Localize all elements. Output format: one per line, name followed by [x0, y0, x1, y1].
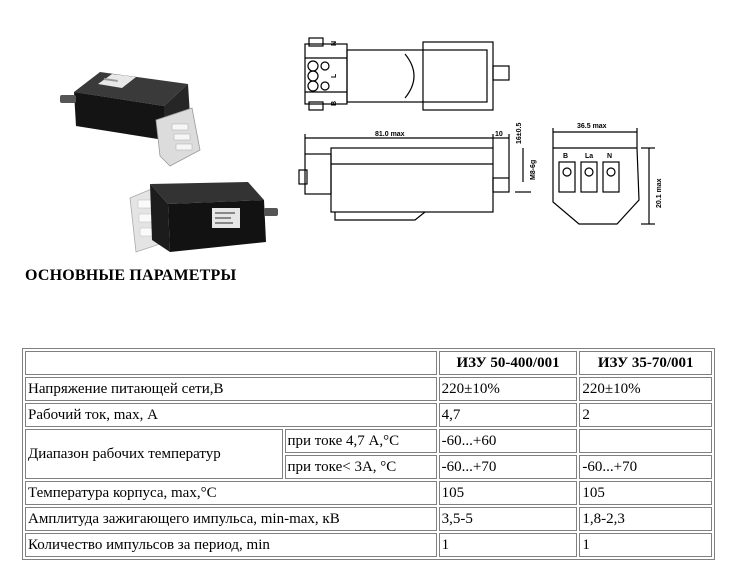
cell-model-a: 1: [438, 533, 578, 557]
cell-model-b: -60...+70: [579, 455, 712, 479]
cell-model-a: 3,5-5: [438, 507, 578, 531]
front-label-n: N: [607, 153, 612, 160]
cell-model-b: [579, 429, 712, 453]
dim-height: 20.1 max: [656, 178, 663, 208]
table-row-temp-range-1: Диапазон рабочих температур при токе 4,7…: [25, 429, 712, 479]
front-label-la: La: [585, 153, 593, 160]
product-photo-bottom: [128, 178, 278, 260]
terminal-label-b: B: [331, 101, 338, 106]
cell-model-b: 1,8-2,3: [579, 507, 712, 531]
table-row-amplitude: Амплитуда зажигающего импульса, min-max,…: [25, 507, 712, 531]
row-sublabel: при токе< 3А, °С: [284, 455, 437, 479]
table-row-temp-range-2: при токе< 3А, °С -60...+70 -60...+70: [25, 455, 712, 479]
cell-model-b: 1: [579, 533, 712, 557]
parameters-table: ИЗУ 50-400/001 ИЗУ 35-70/001 Напряжение …: [22, 348, 715, 560]
cell-model-b: 220±10%: [579, 377, 712, 401]
cell-model-a: 105: [438, 481, 578, 505]
cell-model-a: -60...+60: [438, 429, 578, 453]
cell-model-a: 220±10%: [438, 377, 578, 401]
dim-stud-length: 10: [495, 131, 503, 138]
dim-width: 36.5 max: [577, 123, 607, 130]
row-label: Температура корпуса, max,°С: [25, 481, 437, 505]
row-label: Количество импульсов за период, min: [25, 533, 437, 557]
header-empty-cell: [25, 351, 437, 375]
table-row-current: Рабочий ток, max, А 4,7 2: [25, 403, 712, 427]
table-row-case-temp: Температура корпуса, max,°С 105 105: [25, 481, 712, 505]
dim-stud-height: 16±0.5: [516, 123, 523, 144]
row-label: Диапазон рабочих температур: [25, 429, 283, 479]
terminal-label-l: L: [331, 73, 338, 78]
row-label: Амплитуда зажигающего импульса, min-max,…: [25, 507, 437, 531]
cell-model-b: 2: [579, 403, 712, 427]
dim-length: 81.0 max: [375, 131, 405, 138]
cell-model-a: -60...+70: [438, 455, 578, 479]
header-model-a: ИЗУ 50-400/001: [438, 351, 578, 375]
section-heading: ОСНОВНЫЕ ПАРАМЕТРЫ: [25, 267, 237, 284]
product-photo-top: [60, 62, 220, 170]
dim-thread: M8-6g: [530, 160, 537, 180]
front-label-b: B: [563, 153, 568, 160]
row-label: Рабочий ток, max, А: [25, 403, 437, 427]
table-row-pulses: Количество импульсов за период, min 1 1: [25, 533, 712, 557]
table-row-voltage: Напряжение питающей сети,В 220±10% 220±1…: [25, 377, 712, 401]
table-header-row: ИЗУ 50-400/001 ИЗУ 35-70/001: [25, 351, 712, 375]
cell-model-a: 4,7: [438, 403, 578, 427]
row-sublabel: при токе 4,7 А,°С: [284, 429, 437, 453]
terminal-label-n: N: [331, 41, 338, 46]
cell-model-b: 105: [579, 481, 712, 505]
header-model-b: ИЗУ 35-70/001: [579, 351, 712, 375]
technical-drawing: N L B 81.0 max 10 16±0.5 M8-6g 36.5 max …: [295, 30, 665, 240]
row-label: Напряжение питающей сети,В: [25, 377, 437, 401]
